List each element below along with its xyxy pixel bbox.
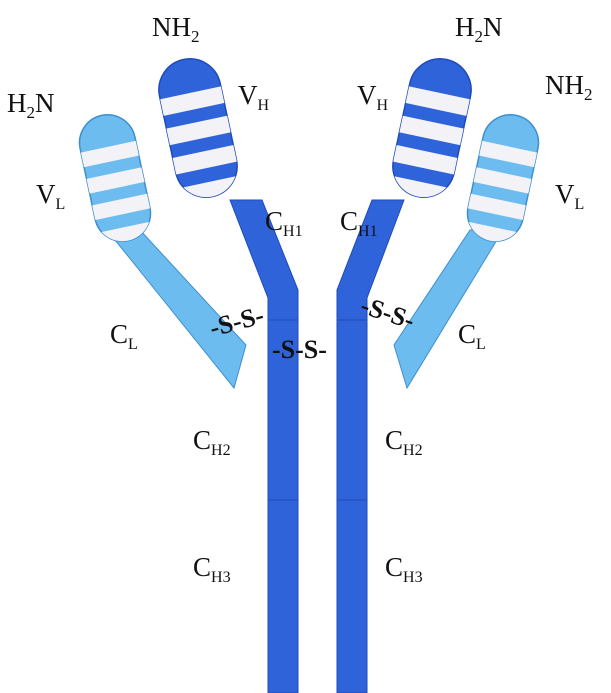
left-light-h2n-label: H2N bbox=[7, 88, 55, 122]
right-heavy-h2n-label: H2N bbox=[455, 12, 503, 46]
right-vh-domain bbox=[375, 51, 485, 219]
right-vl-label: VL bbox=[555, 179, 584, 213]
left-ch1-label: CH1 bbox=[265, 206, 303, 240]
left-ch3-label: CH3 bbox=[193, 552, 231, 586]
left-ch1-arm bbox=[230, 200, 298, 320]
left-cl-label: CL bbox=[110, 319, 138, 353]
right-light-nh2-label: NH2 bbox=[545, 70, 593, 104]
right-cl-label: CL bbox=[458, 319, 486, 353]
right-ch3-label: CH3 bbox=[385, 552, 423, 586]
left-heavy-nh2-label: NH2 bbox=[152, 12, 200, 46]
left-vh-label: VH bbox=[238, 80, 270, 114]
left-ch2-label: CH2 bbox=[193, 425, 231, 459]
left-vl-label: VL bbox=[36, 179, 65, 213]
left-disulfide-bond: -S-S- bbox=[206, 300, 267, 342]
hinge-disulfide-bond: -S-S- bbox=[272, 335, 327, 364]
left-vh-domain bbox=[144, 51, 254, 219]
right-ch2-label: CH2 bbox=[385, 425, 423, 459]
left-vl-domain bbox=[63, 107, 171, 264]
right-vh-label: VH bbox=[357, 80, 389, 114]
